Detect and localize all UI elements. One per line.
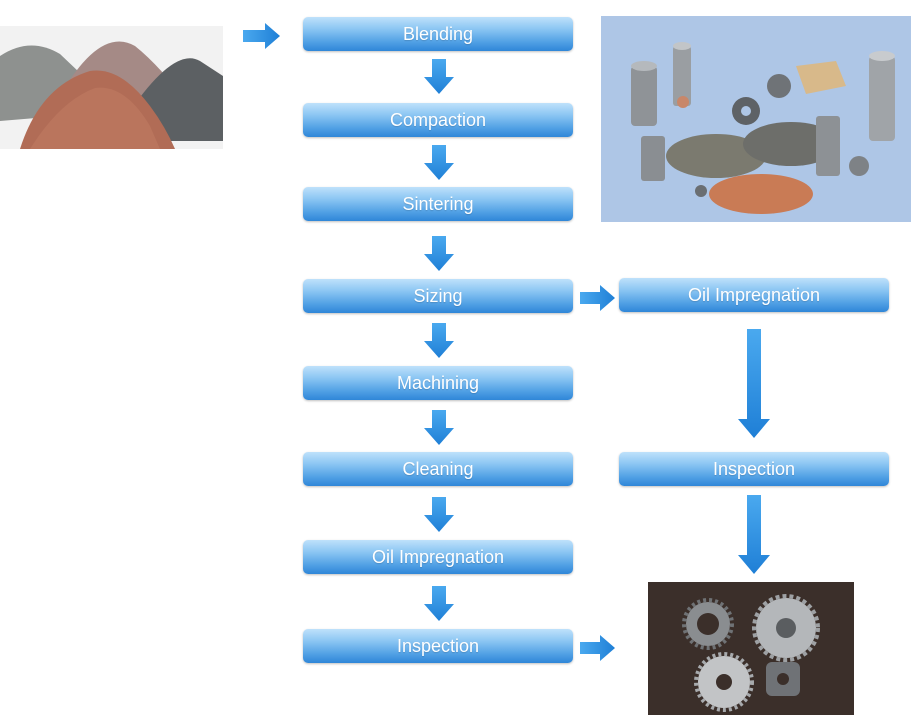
arrow-down-icon (738, 495, 770, 574)
sintered-parts-photo (601, 16, 911, 222)
finished-gears-photo (648, 582, 854, 715)
arrow-down-icon (424, 497, 454, 532)
arrow-down-icon (424, 59, 454, 94)
step-oil-impregnation: Oil Impregnation (303, 540, 573, 574)
metal-powder-photo (0, 26, 223, 149)
step-sintering: Sintering (303, 187, 573, 221)
arrow-down-icon (738, 329, 770, 438)
arrow-down-icon (424, 410, 454, 445)
arrow-right-icon (243, 23, 280, 49)
arrow-down-icon (424, 323, 454, 358)
step-machining: Machining (303, 366, 573, 400)
arrow-right-icon (580, 635, 615, 661)
arrow-down-icon (424, 236, 454, 271)
step-cleaning: Cleaning (303, 452, 573, 486)
step-blending: Blending (303, 17, 573, 51)
arrow-right-icon (580, 285, 615, 311)
step-compaction: Compaction (303, 103, 573, 137)
branch-inspection: Inspection (619, 452, 889, 486)
arrow-down-icon (424, 145, 454, 180)
step-inspection: Inspection (303, 629, 573, 663)
step-sizing: Sizing (303, 279, 573, 313)
arrow-down-icon (424, 586, 454, 621)
branch-oil-impregnation: Oil Impregnation (619, 278, 889, 312)
